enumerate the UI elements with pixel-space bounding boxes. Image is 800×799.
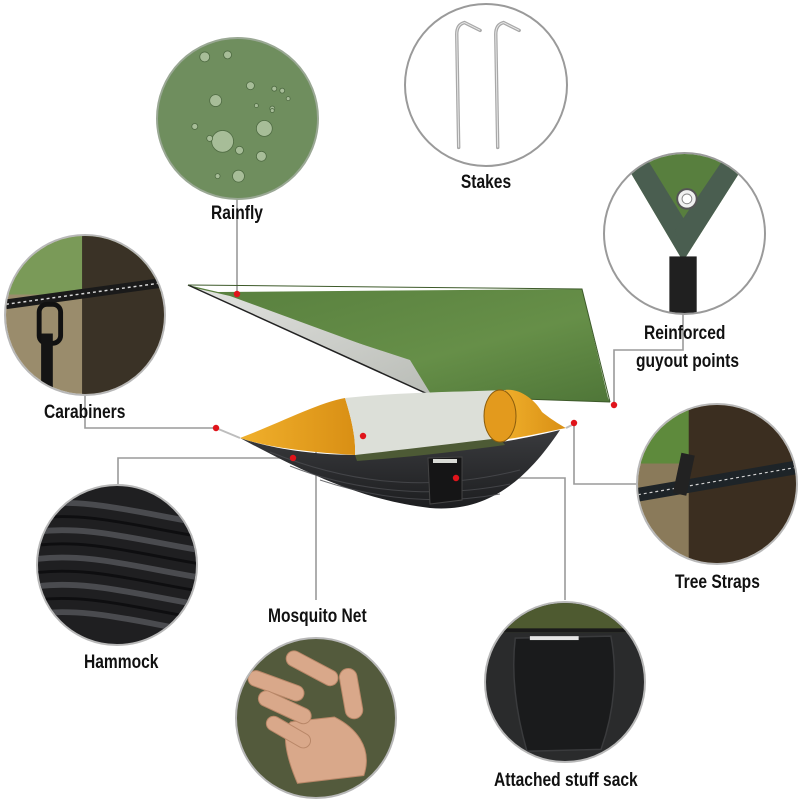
anchor-dots [212, 290, 618, 482]
tree-straps-leader-line [573, 424, 640, 485]
tree-straps-label: Tree Straps [675, 572, 760, 593]
carabiner-icon [6, 236, 164, 394]
guyout-detail-circle [603, 152, 766, 315]
rainfly-tarp [187, 284, 611, 403]
hammock-leader-line [117, 457, 293, 485]
stuff-sack-label: Attached stuff sack [494, 770, 638, 791]
hammock-label: Hammock [84, 652, 159, 673]
tent-stakes-icon [455, 20, 521, 150]
guyout-leader-line [613, 300, 684, 405]
tree-straps-detail-circle [636, 403, 798, 565]
tree-strap-icon [638, 405, 796, 563]
stuff-sack-detail-circle [484, 601, 646, 763]
rainfly-detail-circle [156, 37, 319, 200]
stakes-label: Stakes [460, 172, 512, 193]
guyout-label-line2: guyout points [636, 351, 739, 372]
mosquito-net-label: Mosquito Net [268, 606, 367, 627]
carabiners-leader-line [84, 395, 216, 429]
stakes-detail-circle [404, 3, 568, 167]
hand-on-net-icon [247, 650, 367, 784]
water-droplets-icon [191, 50, 291, 183]
hammock-body [215, 389, 575, 509]
fabric-texture-icon [38, 499, 196, 635]
guyout-label-line1: Reinforced [644, 323, 726, 344]
carabiners-label: Carabiners [44, 402, 126, 423]
stuff-sack-icon [486, 603, 644, 752]
hammock-fabric-detail-circle [36, 484, 198, 646]
reinforced-corner-icon [619, 154, 752, 313]
carabiners-detail-circle [4, 234, 166, 396]
rainfly-label: Rainfly [211, 203, 263, 224]
mosquito-net-detail-circle [235, 637, 397, 799]
